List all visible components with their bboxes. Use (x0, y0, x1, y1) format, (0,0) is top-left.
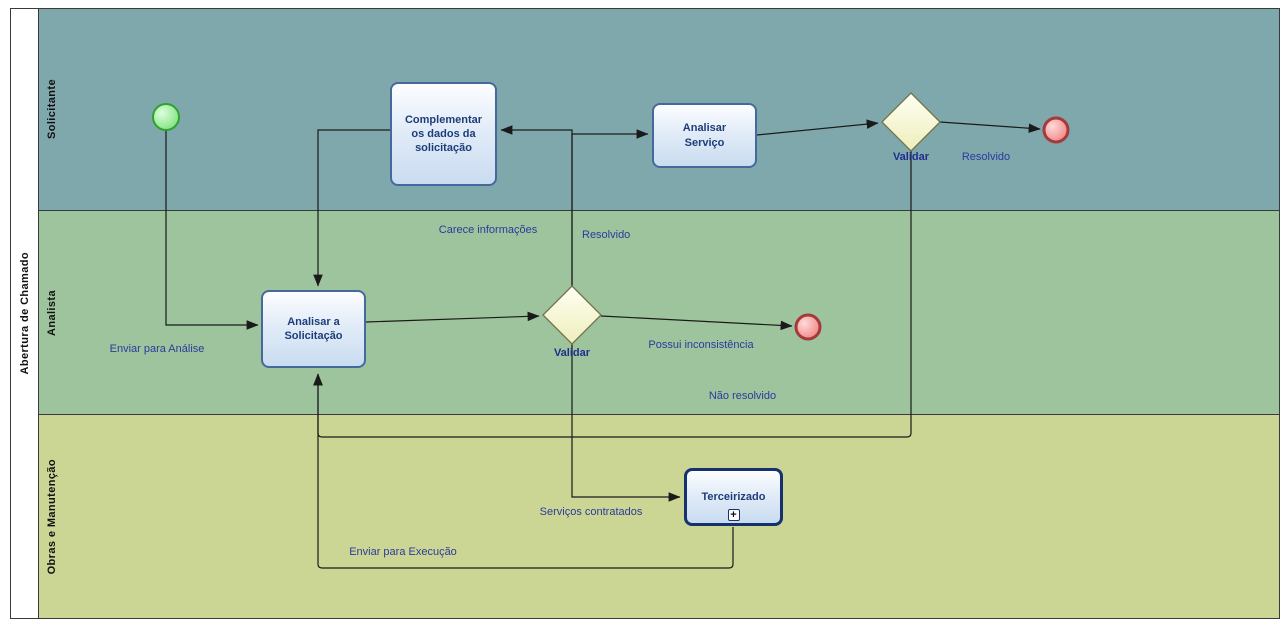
flow-possui-inconsistencia (600, 315, 793, 331)
gateway-validar-solicitante-label: Validar (892, 151, 930, 163)
gateway-validar-analista[interactable] (542, 285, 602, 345)
task-analisar-servico-label: Analisar Serviço (682, 122, 727, 149)
flow-label-nao-resolvido: Não resolvido (708, 390, 777, 402)
flow-enviar-para-execucao (313, 373, 734, 569)
subprocess-terceirizado[interactable]: Terceirizado + (684, 468, 783, 526)
flow-analisar-solicitacao-to-validar (365, 311, 540, 323)
flow-resolvido-analista (571, 129, 649, 286)
task-analisar-a-solicitacao[interactable]: Analisar a Solicitação (261, 290, 366, 368)
flow-complementar-to-analisar-solicitacao (313, 129, 390, 287)
end-event-analista[interactable] (794, 313, 822, 341)
gateway-validar-analista-label: Validar (553, 347, 591, 359)
task-analisar-servico[interactable]: Analisar Serviço (652, 103, 757, 168)
task-complementar-label: Complementar os dados da solicitação (404, 113, 483, 155)
flow-carece-informacoes (500, 125, 573, 286)
end-event-solicitante[interactable] (1042, 116, 1070, 144)
flow-resolvido-solicitante (939, 121, 1041, 133)
flow-label-resolvido-analista: Resolvido (582, 229, 631, 241)
flow-nao-resolvido (313, 151, 912, 438)
pool-header: Abertura de Chamado (11, 9, 39, 618)
task-analisar-a-solicitacao-label: Analisar a Solicitação (284, 315, 343, 342)
flow-label-possui-inconsistencia: Possui inconsistência (648, 339, 754, 351)
flow-label-resolvido-solicitante: Resolvido (961, 151, 1011, 163)
flow-label-enviar-para-execucao: Enviar para Execução (349, 546, 457, 558)
lane-obras-e-manutencao: Obras e Manutenção (39, 415, 1279, 618)
gateway-validar-solicitante[interactable] (881, 92, 941, 152)
flow-enviar-para-analise (165, 131, 259, 330)
start-event[interactable] (152, 103, 180, 131)
flow-analisar-servico-to-validar (756, 119, 879, 136)
flow-servicos-contratados (571, 344, 681, 502)
flow-label-enviar-para-analise: Enviar para Análise (109, 343, 205, 355)
subprocess-terceirizado-label: Terceirizado (701, 490, 766, 503)
flow-label-carece-informacoes: Carece informações (438, 224, 538, 236)
task-complementar-os-dados[interactable]: Complementar os dados da solicitação (390, 82, 497, 186)
subprocess-expand-icon[interactable]: + (727, 509, 740, 521)
lane-analista: Analista (39, 211, 1279, 415)
flow-label-servicos-contratados: Serviços contratados (539, 506, 643, 518)
